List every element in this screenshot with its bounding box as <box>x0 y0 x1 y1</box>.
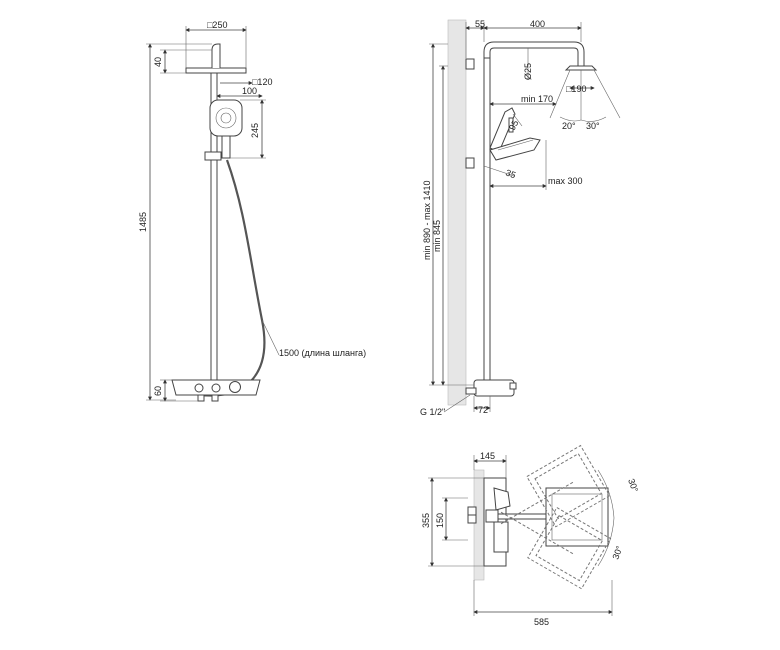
dim-head-square: □190 <box>566 84 586 94</box>
side-wall <box>447 19 467 406</box>
dim-hand-square: □120 <box>252 77 272 87</box>
angle-bottom: 30° <box>610 544 624 561</box>
dim-pipe-diameter: Ø25 <box>523 63 533 80</box>
angle-top: 30° <box>626 477 640 494</box>
side-hand-shower <box>489 107 541 161</box>
top-wall <box>473 469 485 581</box>
dim-hand-offset: 100 <box>242 86 257 96</box>
side-view: 55 400 Ø25 □190 20° 30° min 170 95 35 ma… <box>420 19 621 417</box>
top-rotated-head-upper <box>500 444 611 528</box>
dim-spacing-150: 150 <box>435 513 445 528</box>
hose-length-note: 1500 (длина шланга) <box>279 348 366 358</box>
dim-offset-72: 72 <box>478 405 488 415</box>
front-view: □250 40 □120 100 245 1485 1500 (длина шл… <box>138 20 366 402</box>
angle-right: 30° <box>586 121 600 131</box>
dim-head-height: 40 <box>153 57 163 67</box>
top-view: 30° 30° 145 355 150 585 <box>421 444 640 627</box>
front-shower-head <box>185 43 247 74</box>
side-shower-head <box>549 65 621 120</box>
dim-width-145: 145 <box>480 451 495 461</box>
angle-left: 20° <box>562 121 576 131</box>
dim-wall-gap: 55 <box>475 19 485 29</box>
top-shower-head <box>545 487 609 547</box>
dim-min-170: min 170 <box>521 94 553 104</box>
dim-total-585: 585 <box>534 617 549 627</box>
dim-depth-355: 355 <box>421 513 431 528</box>
dim-min-845: min 845 <box>432 220 442 252</box>
side-console <box>465 379 517 397</box>
control-knob-middle <box>211 383 221 393</box>
front-hose <box>199 159 266 397</box>
dim-arm-length: 400 <box>530 19 545 29</box>
dim-head-square: □250 <box>207 20 227 30</box>
dim-total-height: 1485 <box>138 212 148 232</box>
dim-console-height: 60 <box>153 386 163 396</box>
dim-max-300: max 300 <box>548 176 583 186</box>
control-knob-right <box>229 381 241 393</box>
dim-hand-height: 245 <box>250 123 260 138</box>
dim-hand-35: 35 <box>504 167 517 180</box>
thread-size: G 1/2" <box>420 407 445 417</box>
side-shower-arm <box>483 41 585 67</box>
dim-hand-95: 95 <box>507 118 521 132</box>
front-console <box>171 379 261 402</box>
side-riser-pipe <box>483 57 491 384</box>
top-rotated-head-lower <box>500 506 612 590</box>
front-hand-shower <box>204 99 243 161</box>
dim-height-range: min 890 - max 1410 <box>422 180 432 260</box>
control-knob-left <box>194 383 204 393</box>
